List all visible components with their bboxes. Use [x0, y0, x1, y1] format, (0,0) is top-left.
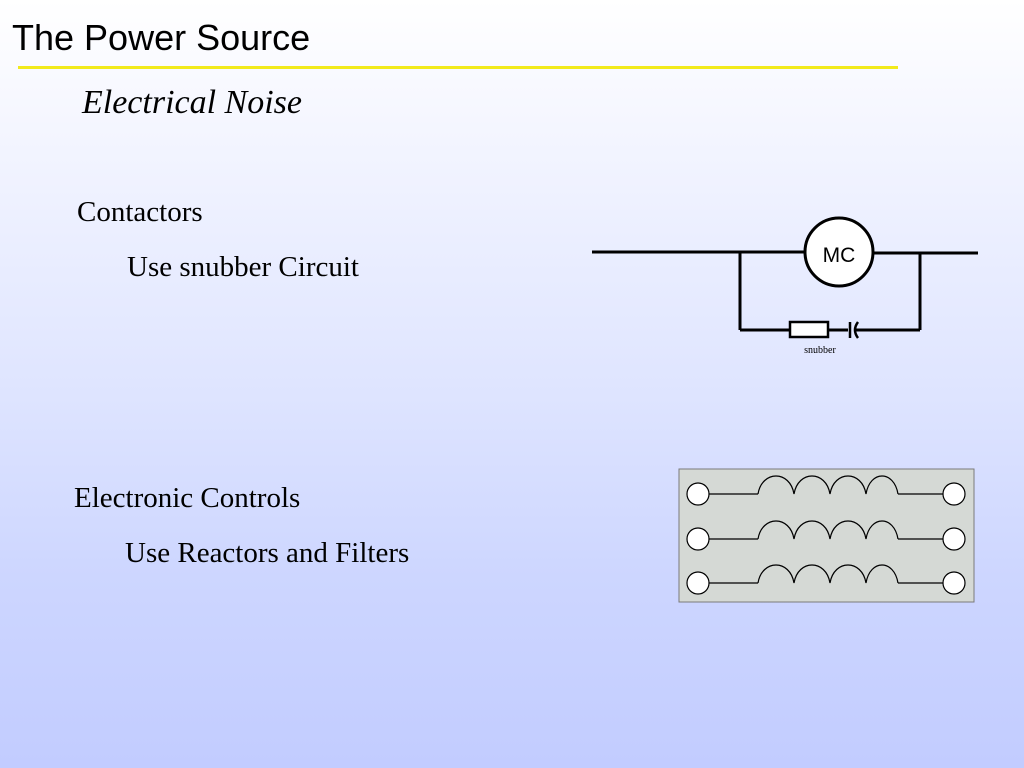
reactor-row-1 — [686, 475, 966, 506]
snubber-circuit-diagram — [592, 216, 978, 339]
title-underline — [18, 66, 898, 69]
slide-title: The Power Source — [12, 17, 311, 58]
reactor-row-3 — [686, 564, 966, 595]
reactor-row-2 — [686, 520, 966, 551]
slide-subtitle: Electrical Noise — [82, 84, 303, 121]
terminal-icon — [686, 527, 710, 551]
terminal-icon — [686, 571, 710, 595]
motor-contactor-circle — [803, 216, 875, 288]
bullet-contactors: Contactors — [77, 196, 203, 228]
terminal-icon — [686, 482, 710, 506]
terminal-icon — [942, 482, 966, 506]
terminal-icon — [942, 527, 966, 551]
reactor-panel — [678, 468, 975, 603]
bullet-electronic-controls: Electronic Controls — [74, 482, 301, 514]
bullet-contactors-detail: Use snubber Circuit — [127, 251, 359, 283]
resistor-icon — [788, 320, 830, 339]
terminal-icon — [942, 571, 966, 595]
bullet-electronic-controls-detail: Use Reactors and Filters — [125, 537, 410, 569]
snubber-label: snubber — [804, 345, 836, 356]
reactor-diagram — [678, 468, 975, 603]
motor-label: MC — [823, 244, 856, 267]
